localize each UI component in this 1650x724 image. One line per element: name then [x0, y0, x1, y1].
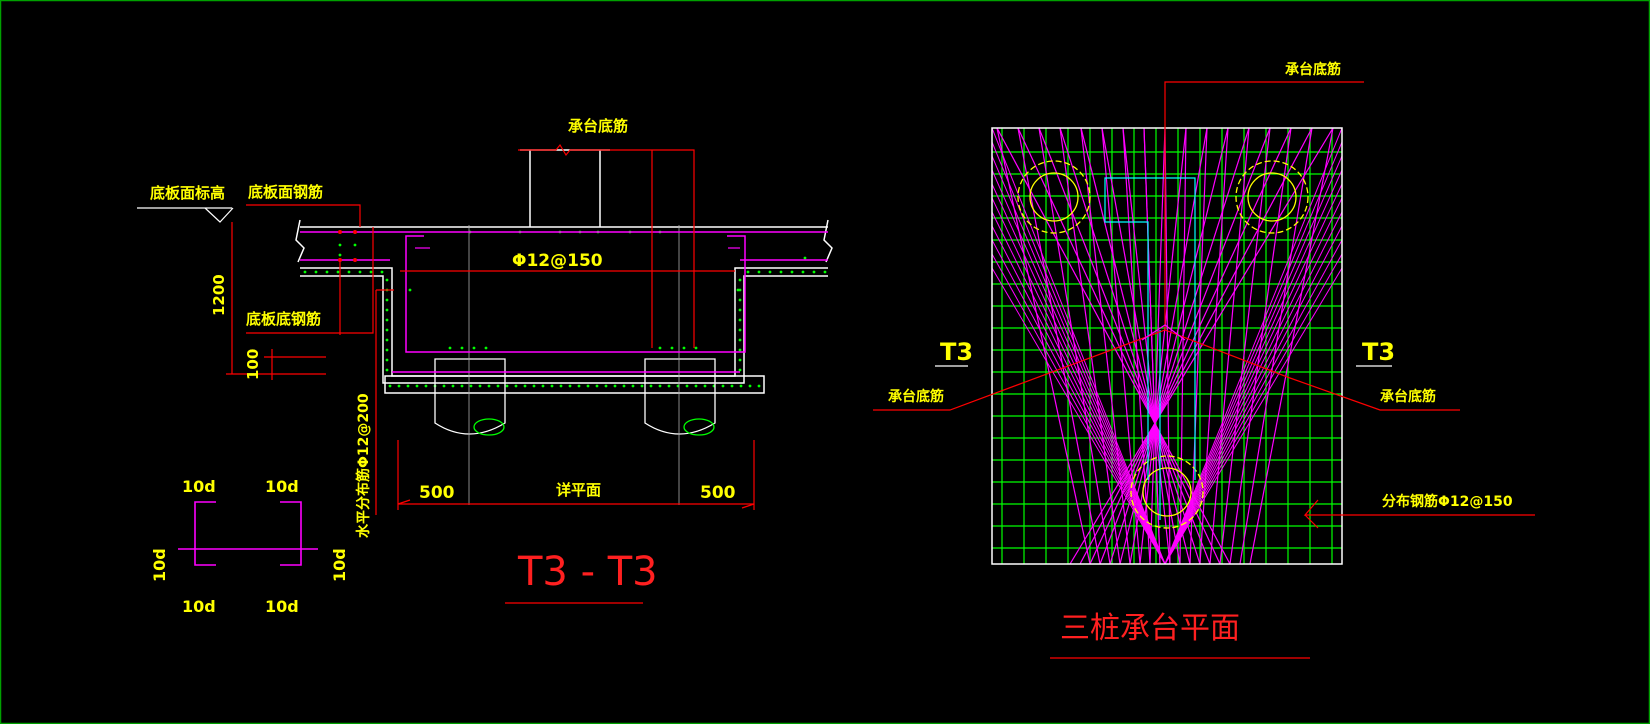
plan-right-bar-label: 承台底筋 — [1380, 388, 1436, 405]
floor-top-bar-label: 底板面钢筋 — [248, 183, 323, 201]
dim-500-right-label: 500 — [700, 483, 736, 503]
plan-top-bar-label: 承台底筋 — [1285, 61, 1341, 78]
piles-section — [434, 358, 716, 436]
plan-ridge-mark — [1141, 324, 1186, 341]
hook-top-right-label: 10d — [265, 477, 299, 496]
hook-top-left-label: 10d — [182, 477, 216, 496]
hook-right-label: 10d — [330, 548, 349, 582]
hook-bottom-right-label: 10d — [265, 597, 299, 616]
plan-axis — [1104, 177, 1196, 520]
floor-elevation-label: 底板面标高 — [150, 184, 225, 202]
section-view: 底板面标高 底板面钢筋 底板底钢筋 承台底筋 Φ12@150 水平分布筋Φ12@… — [137, 117, 833, 604]
plan-view: T3 T3 承台底筋 承台底筋 承台底筋 分布钢筋Φ12@150 三桩承台平面 — [873, 61, 1535, 659]
dim-1200-label: 1200 — [210, 274, 228, 316]
hook-left-label: 10d — [150, 548, 169, 582]
elevation-triangle-icon — [204, 207, 234, 223]
dim-detail-label: 详平面 — [556, 481, 601, 499]
section-title: T3 - T3 — [517, 549, 658, 595]
plan-title: 三桩承台平面 — [1060, 611, 1240, 646]
dimension-lines — [226, 143, 755, 515]
rebar-section — [300, 231, 828, 373]
cap-bottom-bar-label: 承台底筋 — [568, 117, 628, 135]
pile-centerlines — [468, 225, 680, 505]
dim-100-label: 100 — [244, 349, 262, 380]
plan-section-mark-right: T3 — [1362, 338, 1395, 366]
rebar-dots — [338, 230, 357, 262]
plan-outline — [991, 127, 1343, 565]
plan-rebar-grid — [992, 128, 1342, 564]
plan-section-mark-left: T3 — [940, 338, 973, 366]
plan-left-bar-label: 承台底筋 — [888, 388, 944, 405]
plan-leaders — [873, 81, 1535, 529]
rebar-spec-label: Φ12@150 — [512, 251, 603, 271]
plan-dist-bar-label: 分布钢筋Φ12@150 — [1382, 493, 1513, 510]
hook-detail: 10d 10d 10d 10d 10d 10d — [150, 477, 349, 616]
hook-bottom-left-label: 10d — [182, 597, 216, 616]
floor-bottom-bar-label: 底板底钢筋 — [246, 310, 321, 328]
plan-piles — [1017, 160, 1309, 529]
horizontal-bar-label: 水平分布筋Φ12@200 — [355, 393, 372, 538]
dim-500-left-label: 500 — [419, 483, 455, 503]
